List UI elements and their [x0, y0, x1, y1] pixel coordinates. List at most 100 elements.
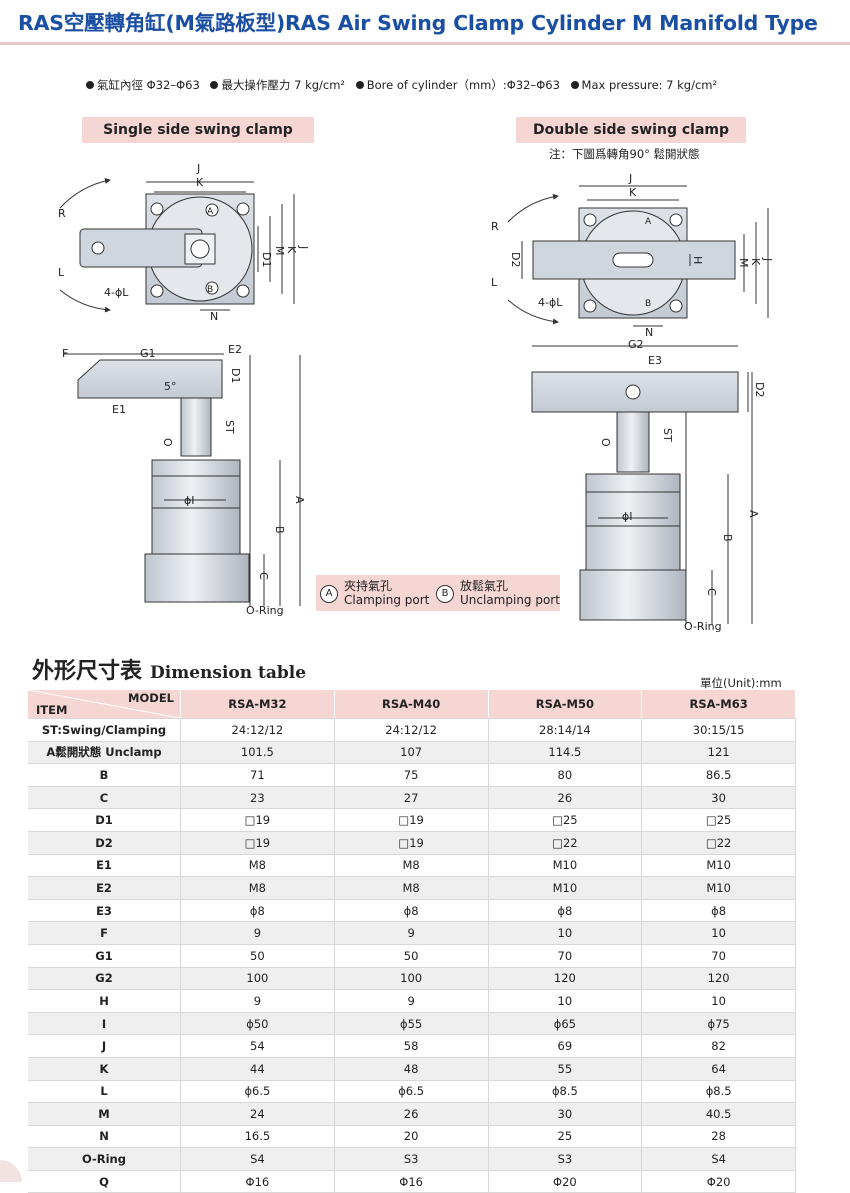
table-cell: □19 [180, 808, 335, 832]
table-cell: 28 [641, 1125, 796, 1149]
lbl-n2: N [645, 326, 653, 339]
lbl-holes2: 4-ϕL [538, 296, 563, 309]
lbl-g2: G2 [628, 338, 644, 351]
table-cell: 86.5 [641, 763, 796, 787]
table-cell: 30:15/15 [641, 718, 796, 742]
unclamping-port-en: Unclamping port [460, 593, 560, 607]
lbl-k1v: K [285, 246, 298, 254]
lbl-st1: ST [223, 420, 236, 434]
row-item-label: O-Ring [28, 1147, 181, 1171]
row-item-label: L [28, 1080, 181, 1104]
lbl-a-dim1: A [293, 496, 306, 504]
spec-bore-cn: 氣缸內徑 Φ32–Φ63 [86, 78, 200, 92]
lbl-o1: O [161, 438, 174, 447]
table-cell: ϕ6.5 [334, 1080, 489, 1104]
table-cell: 27 [334, 786, 489, 810]
table-cell: 82 [641, 1034, 796, 1058]
table-cell: 101.5 [180, 741, 335, 765]
table-cell: 50 [180, 944, 335, 968]
lbl-e1: E1 [112, 403, 126, 416]
lbl-k2: K [629, 186, 637, 199]
clamping-port-mark: A [320, 585, 338, 603]
row-item-label: F [28, 921, 181, 945]
table-cell: □19 [334, 831, 489, 855]
lbl-d2-side: D2 [753, 382, 766, 397]
table-cell: □19 [334, 808, 489, 832]
lbl-k1: K [196, 176, 204, 189]
table-cell: 58 [334, 1034, 489, 1058]
table-cell: S4 [180, 1147, 335, 1171]
table-cell: 10 [488, 989, 643, 1013]
model-header-label: MODEL [128, 691, 174, 705]
spec-bore-en: Bore of cylinder（mm）:Φ32–Φ63 [355, 78, 560, 92]
double-top-view [507, 185, 769, 327]
model-header: RSA-M32 [180, 690, 335, 719]
lbl-j2v: J [761, 257, 774, 261]
row-item-label: H [28, 989, 181, 1013]
row-item-label: J [28, 1034, 181, 1058]
lbl-l2: L [491, 276, 498, 289]
row-item-label: E2 [28, 876, 181, 900]
row-item-label: N [28, 1125, 181, 1149]
lbl-o2: O [599, 438, 612, 447]
table-cell: 9 [334, 989, 489, 1013]
table-cell: M10 [488, 854, 643, 878]
table-cell: 9 [334, 921, 489, 945]
table-cell: 50 [334, 944, 489, 968]
rotation-note: 注：下圖爲轉角90° 鬆開狀態 [549, 147, 700, 161]
lbl-l1: L [58, 266, 65, 279]
table-cell: 54 [180, 1034, 335, 1058]
table-cell: M8 [334, 854, 489, 878]
table-cell: ϕ8.5 [488, 1080, 643, 1104]
table-cell: ϕ55 [334, 1012, 489, 1036]
lbl-r2: R [491, 220, 499, 233]
table-cell: 69 [488, 1034, 643, 1058]
table-cell: M10 [641, 854, 796, 878]
row-item-label: ST:Swing/Clamping [28, 718, 181, 742]
lbl-b-dim2: B [721, 534, 734, 542]
table-row: D1□19□19□25□25 [28, 808, 796, 832]
row-item-label: D2 [28, 831, 181, 855]
table-cell: 55 [488, 1057, 643, 1081]
lbl-g1: G1 [140, 347, 156, 360]
table-cell: □19 [180, 831, 335, 855]
spec-line: 氣缸內徑 Φ32–Φ63 最大操作壓力 7 kg/cm² Bore of cyl… [86, 77, 724, 93]
table-cell: 30 [488, 1102, 643, 1126]
table-row: D2□19□19□22□22 [28, 831, 796, 855]
table-cell: 26 [334, 1102, 489, 1126]
table-cell: 30 [641, 786, 796, 810]
unclamping-port-cn: 放鬆氣孔 [460, 579, 509, 593]
table-cell: 70 [488, 944, 643, 968]
lbl-angle: 5° [164, 380, 177, 393]
lbl-d2-top: D2 [509, 252, 522, 267]
table-cell: 24:12/12 [334, 718, 489, 742]
lbl-a-dim2: A [747, 510, 760, 518]
table-cell: □22 [488, 831, 643, 855]
table-cell: 71 [180, 763, 335, 787]
lbl-e2: E2 [228, 343, 242, 356]
item-header-label: ITEM [36, 703, 68, 717]
row-item-label: C [28, 786, 181, 810]
table-cell: 114.5 [488, 741, 643, 765]
table-cell: 121 [641, 741, 796, 765]
port-legend: A 夾持氣孔 Clamping port B 放鬆氣孔 Unclamping p… [316, 575, 560, 611]
table-cell: 10 [641, 921, 796, 945]
table-cell: □22 [641, 831, 796, 855]
lbl-j1: J [196, 162, 200, 175]
lbl-f: F [62, 347, 68, 360]
table-cell: □25 [488, 808, 643, 832]
table-cell: ϕ6.5 [180, 1080, 335, 1104]
lbl-d1-side: D1 [229, 368, 242, 383]
lbl-e3: E3 [648, 354, 662, 367]
table-cell: 23 [180, 786, 335, 810]
